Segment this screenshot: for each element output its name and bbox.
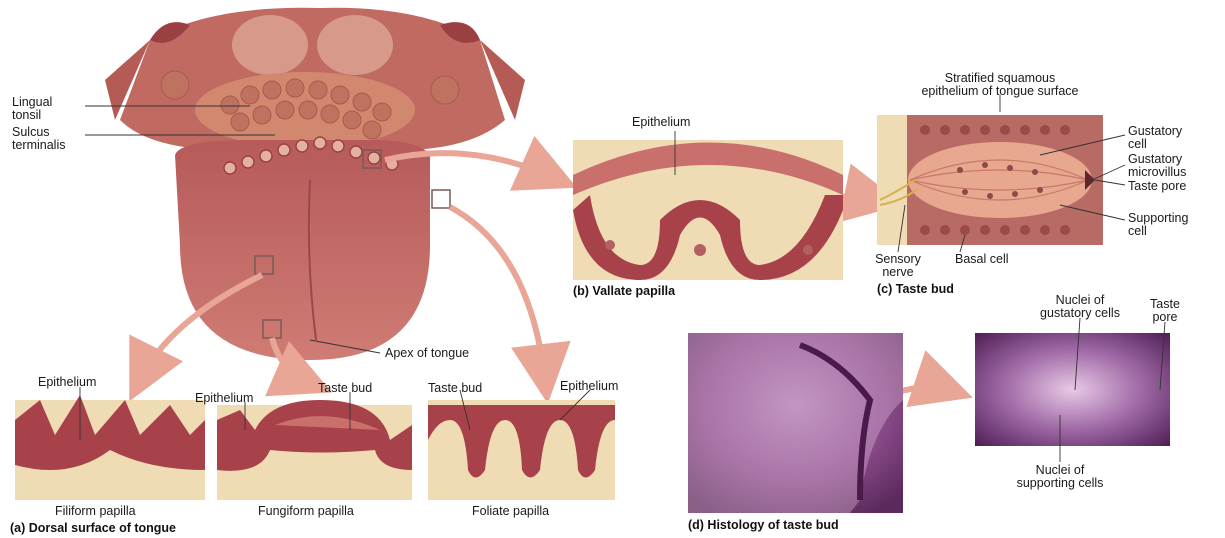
label-gustatory-cell: Gustatory cell [1128, 125, 1182, 151]
label-stratified-squamous: Stratified squamous epithelium of tongue… [890, 72, 1110, 98]
label-apex-of-tongue: Apex of tongue [385, 347, 469, 360]
label-fungiform-papilla: Fungiform papilla [258, 505, 354, 518]
caption-vallate-papilla: (b) Vallate papilla [573, 284, 675, 298]
label-nuclei-gustatory: Nuclei of gustatory cells [1010, 294, 1150, 320]
label-foliate-papilla: Foliate papilla [472, 505, 549, 518]
label-taste-pore-histology: Taste pore [1140, 298, 1190, 324]
taste-bud-illustration [877, 115, 1103, 245]
vallate-papilla-illustration [573, 140, 843, 280]
label-gustatory-microvillus: Gustatory microvillus [1128, 153, 1186, 179]
label-filiform-papilla: Filiform papilla [55, 505, 136, 518]
filiform-papilla-illustration [15, 395, 205, 500]
label-sulcus-terminalis: Sulcus terminalis [12, 126, 66, 152]
label-epithelium-fungiform: Epithelium [195, 392, 253, 405]
caption-dorsal-surface: (a) Dorsal surface of tongue [10, 521, 176, 535]
fungiform-papilla-illustration [217, 400, 412, 500]
tongue-illustration [105, 8, 525, 360]
label-taste-bud-fungiform: Taste bud [318, 382, 372, 395]
label-sensory-nerve: Sensory nerve [868, 253, 928, 279]
label-epithelium-foliate: Epithelium [560, 380, 618, 393]
label-taste-pore: Taste pore [1128, 180, 1186, 193]
label-supporting-cell: Supporting cell [1128, 212, 1188, 238]
label-epithelium-filiform: Epithelium [38, 376, 96, 389]
caption-taste-bud: (c) Taste bud [877, 282, 954, 296]
label-taste-bud-foliate: Taste bud [428, 382, 482, 395]
label-epithelium-vallate: Epithelium [632, 116, 690, 129]
caption-histology: (d) Histology of taste bud [688, 518, 839, 532]
foliate-papilla-illustration [428, 400, 615, 500]
label-lingual-tonsil: Lingual tonsil [12, 96, 52, 122]
label-basal-cell: Basal cell [955, 253, 1009, 266]
label-nuclei-supporting: Nuclei of supporting cells [985, 464, 1135, 490]
